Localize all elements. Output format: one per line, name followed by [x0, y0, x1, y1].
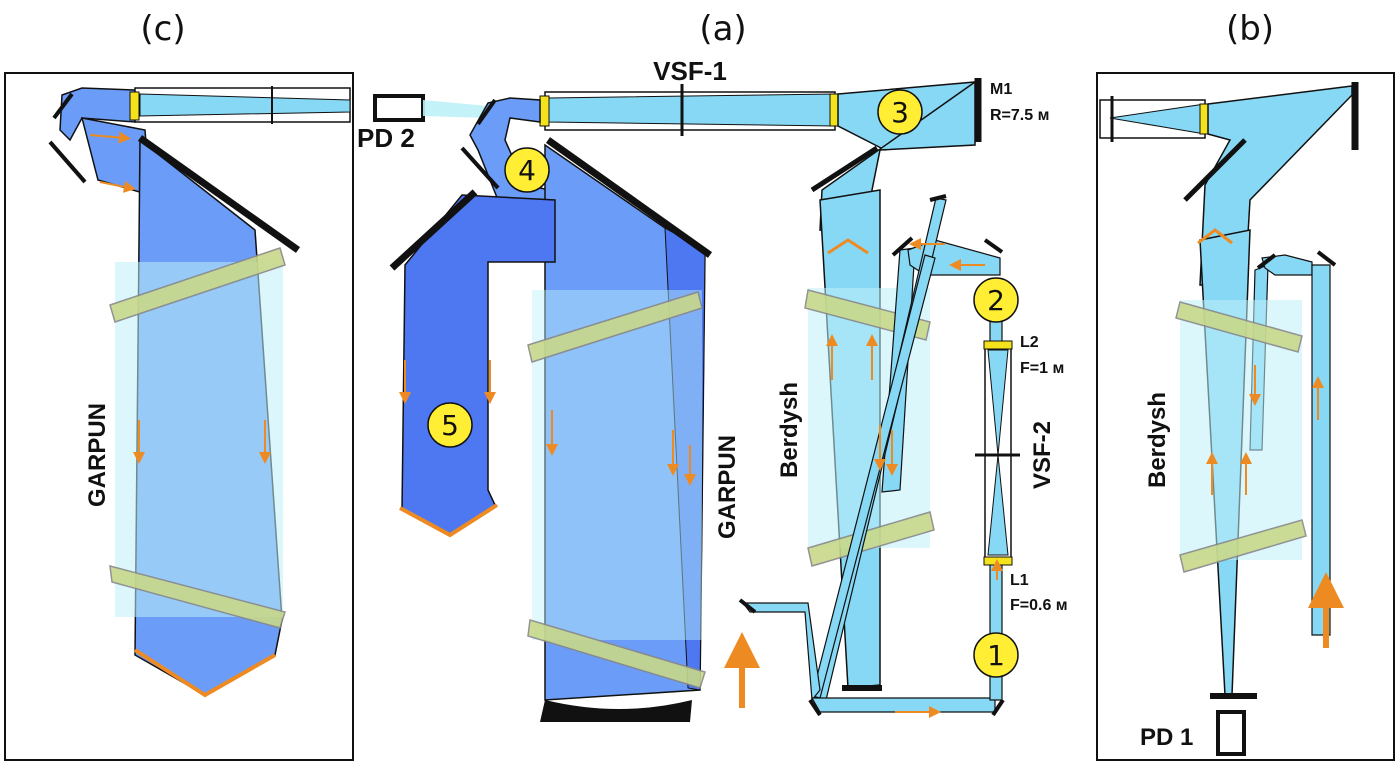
panel-c-arrow-2: [99, 180, 136, 193]
panel-c-frame: [4, 72, 354, 761]
panel-b-input-beam: [1311, 264, 1331, 636]
panel-c-garpun-label: GARPUN: [84, 403, 111, 507]
diagonal-top-mirror: [929, 194, 947, 202]
m1-radius-label: R=7.5 м: [990, 107, 1049, 124]
panel-c-arrow-1: [89, 131, 131, 144]
pd2-detector: [373, 94, 425, 122]
berdysh-top-mirror-2: [983, 238, 1004, 254]
pd2-beam: [423, 100, 488, 118]
panel-b-edge: [1197, 228, 1233, 245]
input-mirror-2: [808, 698, 822, 717]
panel-c-window-bottom: [109, 564, 286, 629]
garpun-a-large-mirror: [545, 137, 713, 258]
marker-5-label: 5: [441, 409, 459, 442]
m1-label: M1: [990, 81, 1012, 98]
panel-c-window-top: [109, 247, 286, 323]
garpun-a-mirror-2: [460, 146, 500, 190]
marker-5: 5: [427, 402, 473, 448]
vsf1-lens-left: [539, 95, 550, 127]
panel-b: PD 1 Berdysh: [1096, 72, 1395, 761]
marker-4: 4: [504, 147, 550, 193]
panel-c-garpun-box: [115, 262, 283, 617]
panel-b-top-mirror-2: [1316, 250, 1337, 267]
vsf2-beam-upper: [987, 349, 1009, 456]
panel-b-window-top: [1175, 301, 1303, 353]
panel-c-input-beam: [59, 87, 136, 142]
marker-1: 1: [973, 632, 1019, 678]
garpun-a-label: GARPUN: [714, 435, 741, 539]
garpun-a-rear-mirror: [540, 700, 692, 722]
vsf2-beam-lower: [987, 454, 1009, 556]
input-mirror-1: [738, 598, 757, 614]
lens-l1: [983, 556, 1013, 566]
pd1-label: PD 1: [1140, 724, 1193, 751]
pd1-detector: [1216, 710, 1246, 756]
marker-3-label: 3: [891, 96, 909, 129]
l1-focal-label: F=0.6 м: [1010, 597, 1068, 614]
input-mirror-3: [991, 698, 1005, 717]
berdysh-fold-mirror: [810, 145, 879, 193]
panel-c-output-edge: [133, 648, 276, 698]
l2-label: L2: [1020, 334, 1039, 351]
marker-2: 2: [973, 277, 1019, 323]
lens-l2: [983, 340, 1013, 350]
garpun-a-mirror-1: [476, 98, 497, 126]
output-edge: [399, 503, 499, 538]
panel-c: GARPUN: [4, 72, 354, 761]
input-beam-upper: [741, 602, 821, 702]
marker-4-label: 4: [518, 154, 536, 187]
vsf1-beam: [547, 93, 836, 127]
vsf1-label: VSF-1: [653, 56, 727, 86]
panel-c-lens: [129, 91, 140, 121]
panel-c-vsf-beam: [139, 93, 351, 117]
berdysh-label-b: Berdysh: [1144, 392, 1171, 488]
panel-b-top-mirror-1: [1256, 253, 1277, 270]
berdysh-a-edge: [827, 238, 869, 255]
berdysh-label-a: Berdysh: [776, 382, 803, 478]
panel-c-large-mirror: [137, 135, 301, 253]
panel-c-title: (c): [140, 9, 185, 49]
berdysh-window-bottom: [807, 511, 935, 567]
vsf2-label: VSF-2: [1029, 421, 1056, 489]
marker-2-label: 2: [987, 284, 1005, 317]
panel-c-mirror-2: [48, 140, 87, 184]
marker-1-label: 1: [987, 639, 1005, 672]
l2-focal-label: F=1 м: [1020, 360, 1064, 377]
panel-c-mirror-1: [52, 92, 74, 120]
garpun-a-window-bottom: [527, 619, 706, 689]
pd2-label: PD 2: [357, 123, 415, 153]
garpun-a-window-top: [527, 291, 703, 363]
panel-a-title: (a): [699, 9, 746, 49]
panel-b-fold-mirror: [1183, 138, 1247, 202]
output-fold-mirror: [389, 189, 478, 271]
panel-b-window-bottom: [1179, 519, 1307, 573]
berdysh-top-mirror-1: [891, 236, 914, 257]
panel-b-frame: [1096, 72, 1395, 761]
l1-label: L1: [1010, 572, 1029, 589]
panel-a: PD 2 VSF-1 M1 R=7.5 м: [357, 56, 1068, 722]
input-beam-bottom: [810, 697, 996, 713]
marker-3: 3: [877, 89, 923, 135]
panel-b-title: (b): [1226, 9, 1274, 49]
